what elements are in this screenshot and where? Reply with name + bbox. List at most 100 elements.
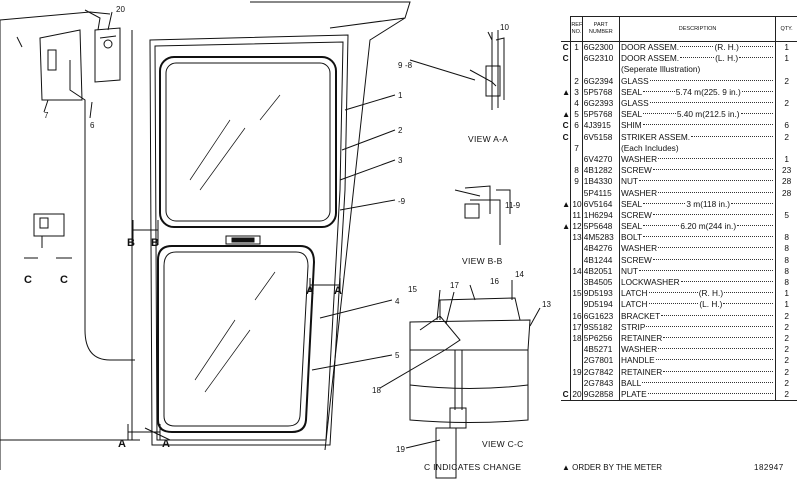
row-mark: [561, 243, 572, 255]
table-header-row: REF. NO. PART NUMBER DESCRIPTION QTY.: [561, 16, 797, 42]
callout-18: 18: [372, 386, 381, 395]
row-mark: ▲: [561, 198, 572, 210]
row-part-number: 6G2310: [581, 53, 620, 65]
row-description: BALL: [618, 377, 777, 389]
leader-dots: [739, 56, 774, 59]
section-mark-a-lower-right: A: [162, 438, 170, 450]
row-description: LOCKWASHER: [618, 276, 777, 289]
row-ref-no: [570, 53, 583, 65]
row-description: SEAL 5.74 m(225. 9 in.): [618, 86, 777, 98]
row-ref-no: 16: [570, 310, 583, 322]
view-captions: VIEW A-A VIEW B-B VIEW C-C C INDICATES C…: [424, 134, 523, 472]
view-b-b-caption: VIEW B-B: [462, 256, 503, 266]
row-qty: 28: [775, 187, 797, 199]
leader-dots: [648, 302, 699, 305]
row-description: NUT: [618, 265, 777, 277]
row-part-number: 6V5164: [581, 198, 620, 210]
row-mark: [561, 209, 572, 221]
parts-table: REF. NO. PART NUMBER DESCRIPTION QTY. C 1…: [561, 16, 797, 401]
description-text: SCREW: [620, 254, 652, 265]
description-text: LATCH: [620, 299, 648, 310]
exploded-parts-drawing: 20 7 6 1 2 3 -9 4 5 9 -8 10 11 -9 15 17 …: [0, 1, 551, 479]
leader-dots: [655, 358, 774, 361]
row-mark: C: [561, 131, 572, 143]
description-extra: 5.40 m(212.5 in.): [676, 109, 740, 120]
row-part-number: 9D5193: [581, 288, 620, 300]
header-mark: [561, 16, 572, 42]
row-qty: 2: [775, 332, 797, 345]
callout-6: 6: [90, 121, 95, 130]
leader-dots: [663, 370, 774, 372]
row-mark: [561, 165, 572, 177]
leader-dots: [741, 90, 774, 92]
callout-9: 9: [398, 61, 403, 70]
leader-dots: [724, 291, 774, 294]
row-ref-no: 17: [570, 321, 583, 333]
description-text: SHIM: [620, 120, 642, 131]
row-qty: 2: [775, 366, 797, 378]
row-ref-no: 19: [570, 366, 583, 378]
row-description: WASHER: [618, 153, 777, 166]
row-mark: [561, 366, 572, 378]
row-qty: [775, 64, 797, 76]
section-mark-a-lower-left: A: [118, 438, 126, 450]
row-part-number: 5P5648: [581, 221, 620, 233]
callout-neg9: -9: [513, 201, 521, 210]
leader-dots: [643, 112, 676, 115]
description-extra: 5.74 m(225. 9 in.): [675, 86, 741, 97]
row-qty: 1: [775, 299, 797, 311]
row-qty: 6: [775, 120, 797, 132]
row-part-number: 2G7801: [581, 355, 620, 367]
row-mark: [561, 142, 572, 154]
row-ref-no: [570, 377, 583, 389]
leader-dots: [642, 381, 774, 383]
row-description: RETAINER: [618, 366, 777, 378]
row-description: NUT: [618, 176, 777, 188]
row-part-number: 5P6256: [581, 332, 620, 345]
row-description: GLASS: [618, 97, 777, 110]
leader-dots: [642, 123, 774, 126]
leader-dots: [652, 258, 774, 260]
callout-7: 7: [44, 111, 49, 120]
row-part-number: 4B1282: [581, 165, 620, 177]
leader-dots: [643, 202, 686, 204]
change-note: C INDICATES CHANGE: [424, 462, 521, 472]
leader-dots: [680, 56, 715, 59]
view-a-a-caption: VIEW A-A: [468, 134, 508, 144]
row-qty: 8: [775, 243, 797, 255]
description-text: LOCKWASHER: [620, 277, 680, 288]
description-text: BRACKET: [620, 310, 661, 321]
row-ref-no: 10: [570, 198, 583, 210]
table-row: (Seperate Illustration): [561, 64, 797, 76]
row-part-number: 4B1244: [581, 254, 620, 266]
row-qty: 1: [775, 41, 797, 54]
row-description: DOOR ASSEM.(L. H.): [618, 53, 777, 65]
leader-dots: [649, 101, 774, 104]
row-mark: [561, 288, 572, 300]
leader-dots: [648, 291, 698, 294]
row-qty: 2: [775, 321, 797, 333]
row-part-number: 6V5158: [581, 131, 620, 143]
leader-dots: [723, 302, 774, 305]
description-text: SEAL: [620, 86, 643, 97]
row-mark: ▲: [561, 86, 572, 98]
row-qty: 2: [775, 131, 797, 143]
description-text: LATCH: [620, 288, 648, 299]
order-by-meter-note: ▲ ORDER BY THE METER: [562, 463, 663, 472]
row-qty: [775, 109, 797, 121]
description-text: GLASS: [620, 75, 649, 86]
row-qty: 8: [775, 232, 797, 244]
description-text: BOLT: [620, 232, 643, 243]
section-mark-c-right: C: [60, 274, 68, 286]
row-ref-no: 8: [570, 165, 583, 177]
row-description: PLATE: [618, 388, 777, 401]
